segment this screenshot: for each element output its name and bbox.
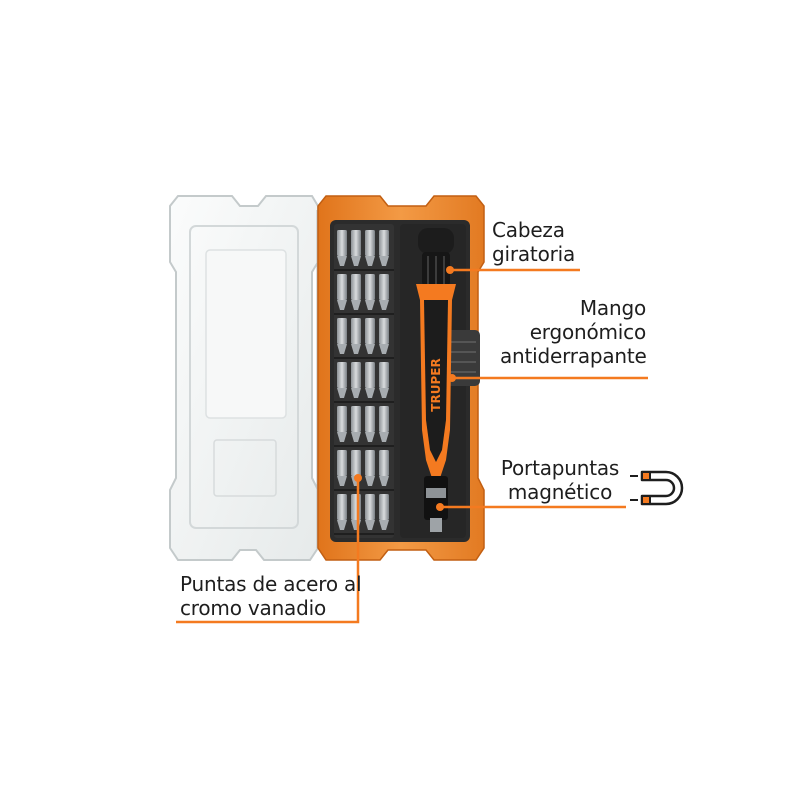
bit xyxy=(379,362,389,398)
label-line: magnético xyxy=(507,480,613,504)
handle-black-grip xyxy=(424,300,448,462)
magnet-body xyxy=(640,470,684,506)
lid-recess xyxy=(205,249,287,419)
callout-portapuntas-dot xyxy=(436,503,444,511)
callout-puntas-dot xyxy=(354,474,362,482)
magnet-pole-bottom xyxy=(641,495,651,505)
bit xyxy=(365,450,375,486)
callout-mango-dot xyxy=(448,374,456,382)
label-line: antiderrapante xyxy=(500,344,647,368)
bit xyxy=(337,406,347,442)
handle-brand-text: TRUPER xyxy=(429,358,443,411)
bit xyxy=(337,318,347,354)
bit xyxy=(379,230,389,266)
screwdriver-bits xyxy=(334,230,394,535)
bit xyxy=(379,494,389,530)
bit xyxy=(365,230,375,266)
bit xyxy=(365,318,375,354)
bit xyxy=(379,274,389,310)
label-mango-ergonomico: Mango ergonómico antiderrapante xyxy=(500,296,647,368)
lid-window xyxy=(213,439,277,497)
bit xyxy=(351,362,361,398)
lid-inner-panel xyxy=(189,225,299,529)
label-line: Portapuntas xyxy=(500,456,620,480)
callout-puntas xyxy=(176,478,360,624)
label-line: giratoria xyxy=(492,242,576,266)
label-line: Mango xyxy=(579,296,646,320)
bit xyxy=(351,406,361,442)
bit xyxy=(351,274,361,310)
label-portapuntas-magnetico: Portapuntas magnético xyxy=(494,456,626,504)
precision-screwdriver: TRUPER xyxy=(416,228,456,532)
callout-cabeza-dot xyxy=(446,266,454,274)
bit xyxy=(351,494,361,530)
swivel-cap xyxy=(418,228,454,254)
label-line: cromo vanadio xyxy=(180,596,327,620)
label-puntas-acero: Puntas de acero al cromo vanadio xyxy=(180,572,380,620)
bit xyxy=(379,406,389,442)
bit xyxy=(351,318,361,354)
label-line: Cabeza xyxy=(492,218,565,242)
bit xyxy=(337,274,347,310)
bit-holder-tip xyxy=(430,518,442,532)
bit xyxy=(337,362,347,398)
bit-holder-collar xyxy=(426,488,446,498)
clear-lid xyxy=(169,195,320,561)
magnet-icon xyxy=(630,470,684,506)
bit xyxy=(379,318,389,354)
bit xyxy=(379,450,389,486)
bit xyxy=(365,274,375,310)
bit xyxy=(365,494,375,530)
label-line: Puntas de acero al xyxy=(180,572,362,596)
bit xyxy=(337,450,347,486)
label-line: ergonómico xyxy=(529,320,646,344)
bit xyxy=(351,230,361,266)
bit xyxy=(337,230,347,266)
callout-lines xyxy=(176,266,648,624)
bit xyxy=(337,494,347,530)
bit xyxy=(365,362,375,398)
magnet-pole-top xyxy=(641,471,651,481)
bit xyxy=(365,406,375,442)
label-cabeza-giratoria: Cabeza giratoria xyxy=(492,218,582,266)
